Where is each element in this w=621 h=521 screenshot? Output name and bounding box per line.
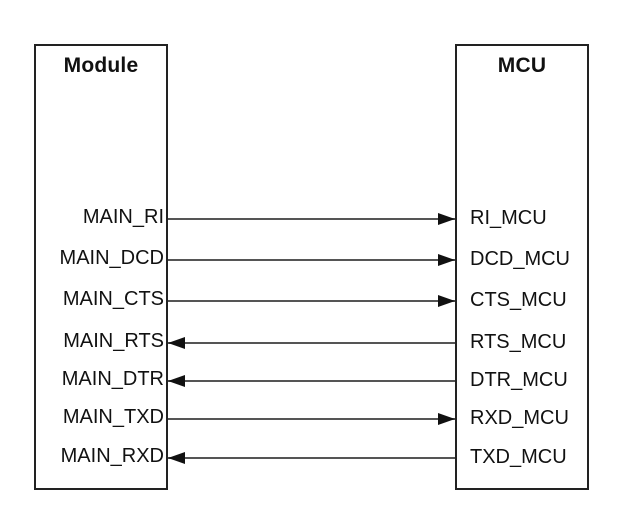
arrowhead-right-icon (438, 413, 455, 425)
mcu-pin-label: DCD_MCU (470, 248, 570, 270)
module-pin-label: MAIN_RTS (63, 330, 164, 352)
module-box: Module (34, 44, 168, 490)
signal-wire (168, 259, 455, 261)
module-pin-label: MAIN_TXD (62, 406, 164, 428)
arrowhead-right-icon (438, 254, 455, 266)
module-box-title: Module (63, 54, 139, 77)
mcu-pin-label: RI_MCU (470, 207, 547, 229)
mcu-pin-label: CTS_MCU (470, 289, 567, 311)
mcu-box: MCU (455, 44, 589, 490)
signal-wire (168, 418, 455, 420)
module-pin-label: MAIN_CTS (62, 288, 164, 310)
signal-wire (168, 218, 455, 220)
mcu-pin-label: TXD_MCU (470, 446, 567, 468)
mcu-box-title: MCU (497, 54, 547, 77)
arrowhead-left-icon (168, 337, 185, 349)
module-pin-label: MAIN_RXD (60, 445, 164, 467)
signal-wire (168, 342, 455, 344)
module-pin-label: MAIN_RI (82, 206, 164, 228)
mcu-pin-label: DTR_MCU (470, 369, 568, 391)
arrowhead-right-icon (438, 213, 455, 225)
arrowhead-left-icon (168, 375, 185, 387)
signal-wire (168, 380, 455, 382)
arrowhead-left-icon (168, 452, 185, 464)
signal-wire (168, 457, 455, 459)
module-pin-label: MAIN_DCD (59, 247, 164, 269)
signal-wire (168, 300, 455, 302)
module-pin-label: MAIN_DTR (61, 368, 164, 390)
mcu-pin-label: RTS_MCU (470, 331, 567, 353)
arrowhead-right-icon (438, 295, 455, 307)
mcu-pin-label: RXD_MCU (470, 407, 569, 429)
